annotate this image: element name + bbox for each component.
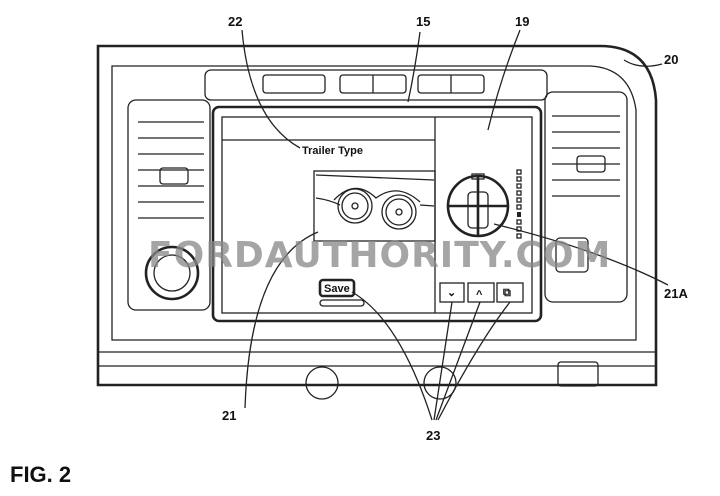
left-air-vent	[127, 99, 211, 311]
chevron-up-button[interactable]: ^	[467, 282, 495, 303]
save-label: Save	[324, 283, 350, 295]
figure-caption: FIG. 2	[10, 462, 71, 487]
dashboard-frame	[96, 44, 658, 387]
trailer-image[interactable]	[313, 170, 436, 242]
ref-22: 22	[228, 14, 242, 29]
right-air-vent	[544, 91, 628, 303]
copy-icon: ⧉	[503, 287, 511, 299]
distance-indicator-bar	[516, 169, 522, 239]
volume-knob	[144, 245, 200, 301]
leader-lines	[241, 29, 669, 421]
chevron-down-icon: ⌄	[447, 287, 456, 299]
ref-19: 19	[515, 14, 529, 29]
ref-20: 20	[664, 52, 678, 67]
display-screen: Trailer Type	[211, 105, 543, 323]
copy-button[interactable]: ⧉	[496, 282, 524, 303]
save-button[interactable]: Save	[318, 278, 356, 298]
ref-15: 15	[416, 14, 430, 29]
trailer-type-title: Trailer Type	[302, 145, 363, 157]
watermark: FORDAUTHORITY.COM	[148, 235, 611, 276]
chevron-down-button[interactable]: ⌄	[439, 282, 465, 303]
ref-21: 21	[222, 408, 236, 423]
chevron-up-icon: ^	[476, 289, 483, 301]
hitch-alignment-reticle	[446, 173, 510, 238]
ref-23: 23	[426, 428, 440, 443]
ref-21a: 21A	[664, 286, 688, 301]
